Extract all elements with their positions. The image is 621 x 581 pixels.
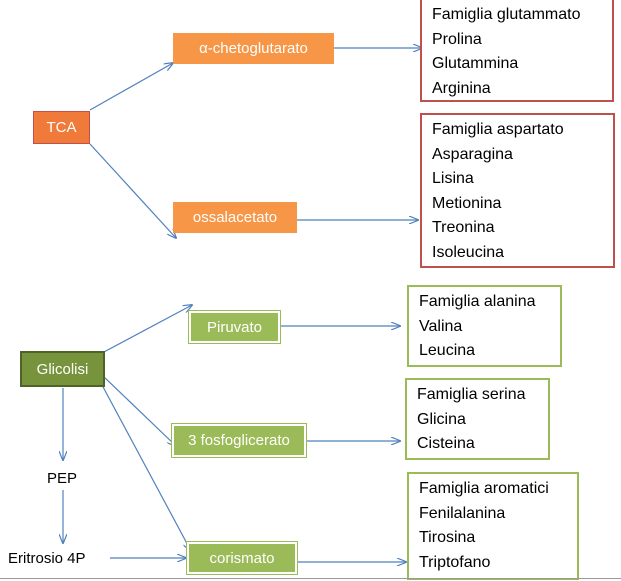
label-pep: PEP: [47, 470, 78, 487]
list-famiglia-serina: Famiglia serina Glicina Cisteina: [405, 378, 550, 460]
arrow-tca-ossalacetato: [89, 143, 176, 238]
node-fosfoglicerato: 3 fosfoglicerato: [172, 424, 306, 457]
arrow-glicolisi-fosfoglicerato: [101, 374, 176, 446]
list-famiglia-aspartato: Famiglia aspartato Asparagina Lisina Met…: [420, 113, 615, 268]
arrow-glicolisi-corismato: [101, 384, 191, 551]
node-tca: TCA: [33, 111, 90, 144]
list-item: Lisina: [432, 170, 474, 187]
list-item: Triptofano: [419, 553, 491, 571]
arrow-tca-chetoglutarato: [89, 63, 173, 111]
bottom-divider: [0, 578, 621, 579]
list-item: Cisteina: [417, 435, 475, 452]
list-item: Famiglia aromatici: [419, 480, 549, 497]
list-famiglia-aromatici: Famiglia aromatici Fenilalanina Tirosina…: [407, 472, 579, 580]
list-item: Isoleucina: [432, 243, 505, 261]
node-piruvato: Piruvato: [189, 311, 280, 343]
list-item: Leucina: [419, 342, 476, 359]
list-item: Fenilalanina: [419, 504, 506, 522]
list-item: Asparagina: [432, 145, 513, 163]
arrow-glicolisi-piruvato: [101, 305, 192, 354]
node-corismato: corismato: [187, 542, 297, 574]
list-famiglia-glutammato: Famiglia glutammato Prolina Glutammina A…: [420, 0, 614, 102]
node-glicolisi: Glicolisi: [20, 351, 105, 387]
list-item: Tirosina: [419, 529, 476, 546]
list-famiglia-alanina: Famiglia alanina Valina Leucina: [407, 285, 562, 367]
list-item: Arginina: [432, 79, 491, 97]
list-item: Metionina: [432, 194, 502, 212]
label-eritrosio: Eritrosio 4P: [8, 550, 86, 567]
list-item: Famiglia aspartato: [432, 121, 564, 138]
node-ossalacetato: ossalacetato: [173, 202, 297, 233]
list-item: Famiglia glutammato: [432, 6, 581, 23]
node-chetoglutarato: α-chetoglutarato: [173, 33, 334, 64]
list-item: Valina: [419, 317, 463, 335]
list-item: Famiglia alanina: [419, 293, 536, 310]
list-item: Glutammina: [432, 55, 519, 72]
list-item: Treonina: [432, 219, 495, 236]
list-item: Glicina: [417, 410, 466, 428]
list-item: Famiglia serina: [417, 386, 526, 403]
list-item: Prolina: [432, 30, 482, 48]
